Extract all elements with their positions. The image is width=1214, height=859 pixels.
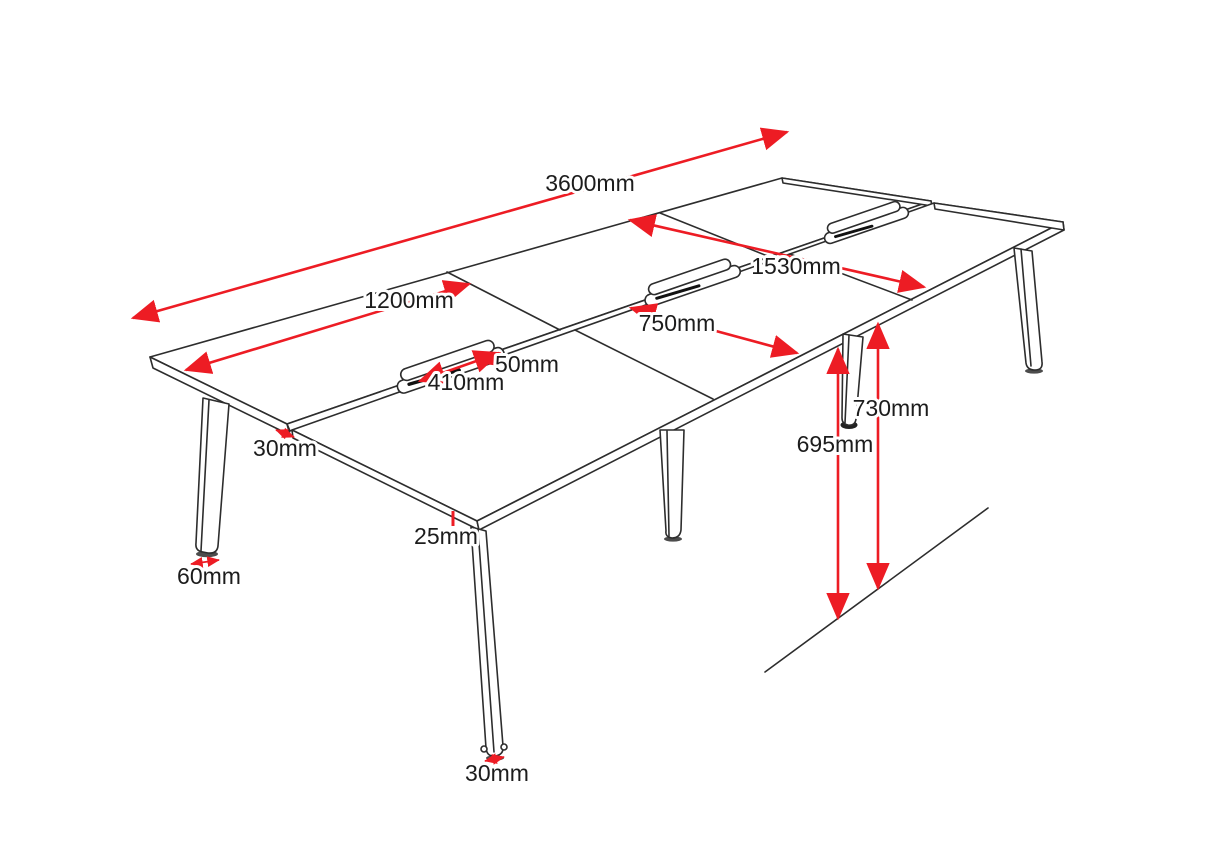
label-underside-height: 695mm xyxy=(797,431,874,457)
back-left-leg-edge xyxy=(200,399,210,552)
dimension-arrows xyxy=(130,127,927,765)
label-cable-port-width: 50mm xyxy=(495,351,559,377)
front-row-right-edge-face xyxy=(933,202,1065,231)
label-leg-width: 30mm xyxy=(465,760,529,786)
back-left-leg xyxy=(195,397,230,554)
dimension-arrow-cable-port-width xyxy=(486,355,512,366)
label-foot-width: 60mm xyxy=(177,563,241,589)
label-desktop-length: 1200mm xyxy=(364,287,453,313)
dimension-arrow-cable-port-length xyxy=(417,350,502,384)
front-right-leg-edge xyxy=(1020,248,1032,367)
front-row-desk-seam-1 xyxy=(574,329,714,400)
leg-glide xyxy=(500,743,508,751)
front-middle-leg xyxy=(659,429,685,539)
front-middle-leg-edge xyxy=(666,430,670,537)
front-right-leg xyxy=(1013,247,1043,371)
front-left-leg xyxy=(470,526,504,757)
label-desktop-height: 730mm xyxy=(853,395,930,421)
leg-glide xyxy=(480,745,488,753)
dimension-labels: 3600mm 1530mm 1200mm 750mm 410mm 50mm 30… xyxy=(174,167,932,789)
dimension-arrow-desktop-gap xyxy=(275,427,295,440)
label-desktop-gap: 30mm xyxy=(253,435,317,461)
dimension-arrow-desktop-depth xyxy=(628,303,800,358)
dimension-arrow-leg-width xyxy=(484,753,505,765)
dimension-arrow-overall-depth xyxy=(627,214,927,293)
dimension-arrow-foot-width xyxy=(190,556,220,568)
dimension-arrow-desktop-length xyxy=(183,280,472,374)
label-desktop-depth: 750mm xyxy=(639,310,716,336)
floor-reference-line xyxy=(764,507,989,673)
label-desktop-thickness: 25mm xyxy=(414,523,478,549)
label-cable-port-length: 410mm xyxy=(428,369,505,395)
front-left-leg-edge xyxy=(477,528,495,753)
label-overall-depth: 1530mm xyxy=(751,253,840,279)
label-overall-length: 3600mm xyxy=(545,170,634,196)
